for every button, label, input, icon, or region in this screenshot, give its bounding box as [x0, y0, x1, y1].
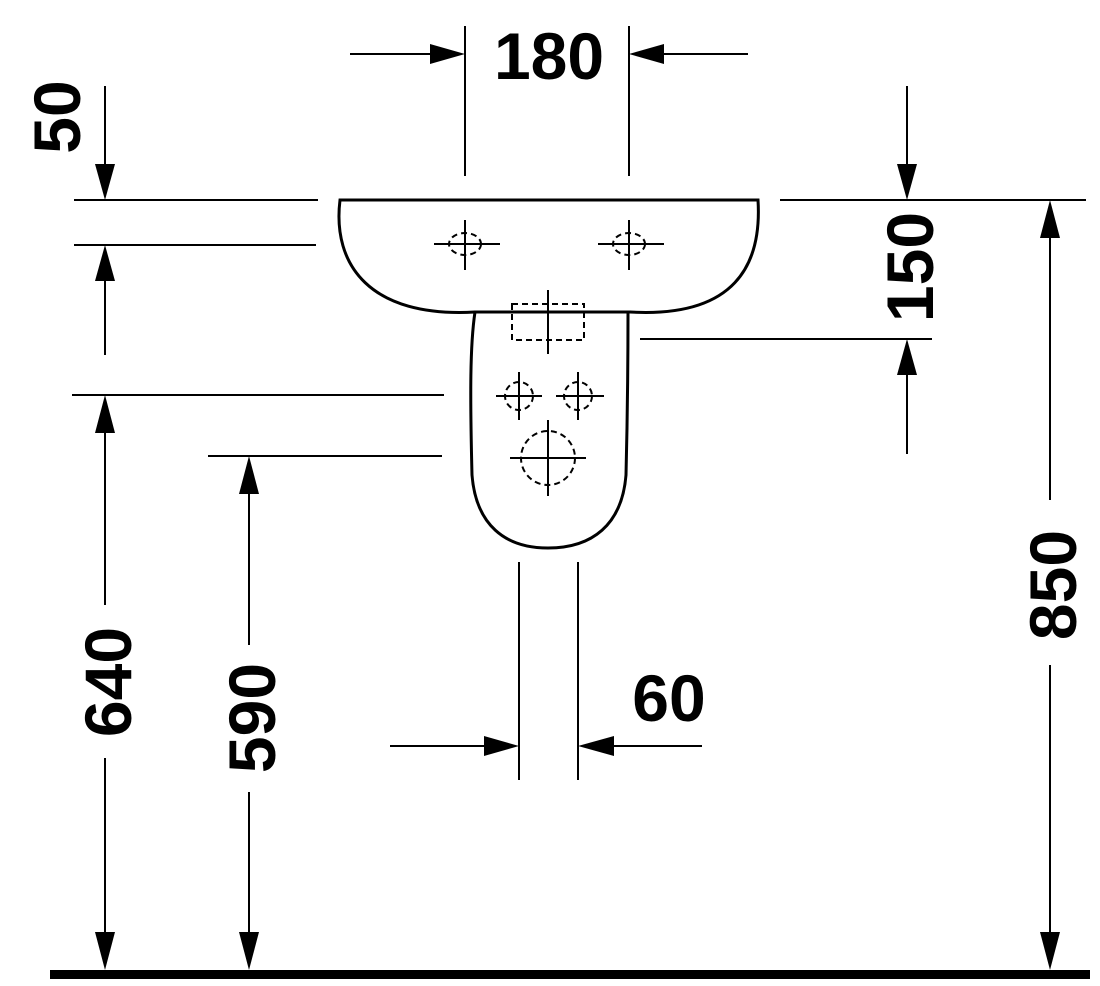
supply-hole-right [556, 372, 604, 420]
pedestal-outline [469, 311, 630, 550]
dim-label-60: 60 [632, 661, 705, 735]
arrow-180-right [629, 44, 664, 64]
arrow-640-down [95, 932, 115, 970]
arrow-50-down [95, 164, 115, 200]
dim-label-50: 50 [20, 80, 94, 153]
arrow-640-up [95, 395, 115, 433]
arrow-50-up [95, 245, 115, 281]
arrow-590-down [239, 932, 259, 970]
arrow-60-right [578, 736, 614, 756]
dim-label-640: 640 [71, 627, 145, 737]
dim-label-590: 590 [215, 663, 289, 773]
waste-outlet-hole [510, 420, 586, 496]
tap-hole-left [434, 220, 500, 270]
dim-label-180: 180 [494, 19, 604, 93]
arrow-180-left [430, 44, 465, 64]
dim-label-850: 850 [1016, 530, 1090, 640]
arrow-150-down [897, 164, 917, 200]
tap-hole-right [598, 220, 664, 270]
dim-label-150: 150 [873, 212, 947, 322]
arrow-150-up [897, 339, 917, 375]
arrow-590-up [239, 456, 259, 494]
floor-line [50, 970, 1090, 979]
arrow-850-down [1040, 932, 1060, 970]
supply-hole-left [496, 372, 542, 420]
basin-outline [337, 198, 760, 314]
arrow-60-left [484, 736, 519, 756]
arrow-850-up [1040, 200, 1060, 238]
